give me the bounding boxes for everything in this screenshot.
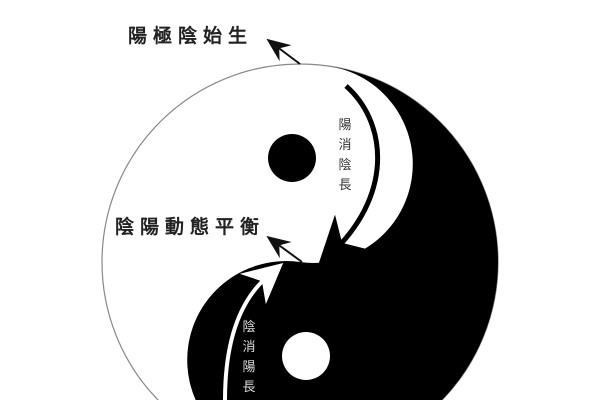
pointer-middle-arrow xyxy=(266,235,303,263)
yin-eye xyxy=(268,134,316,182)
yang-eye xyxy=(282,332,330,380)
yin-wanes-arrow xyxy=(223,262,284,401)
label-yang-wanes-yin-waxes: 陽消陰長 xyxy=(338,118,352,193)
pointer-top-arrow xyxy=(266,38,301,65)
yang-wanes-arrow xyxy=(317,84,380,268)
label-dynamic-balance: 陰陽動態平衡 xyxy=(115,216,266,238)
label-yin-wanes-yang-waxes: 陰消陽長 xyxy=(242,320,256,395)
label-yang-extreme-yin-begins: 陽極陰始生 xyxy=(128,25,254,47)
